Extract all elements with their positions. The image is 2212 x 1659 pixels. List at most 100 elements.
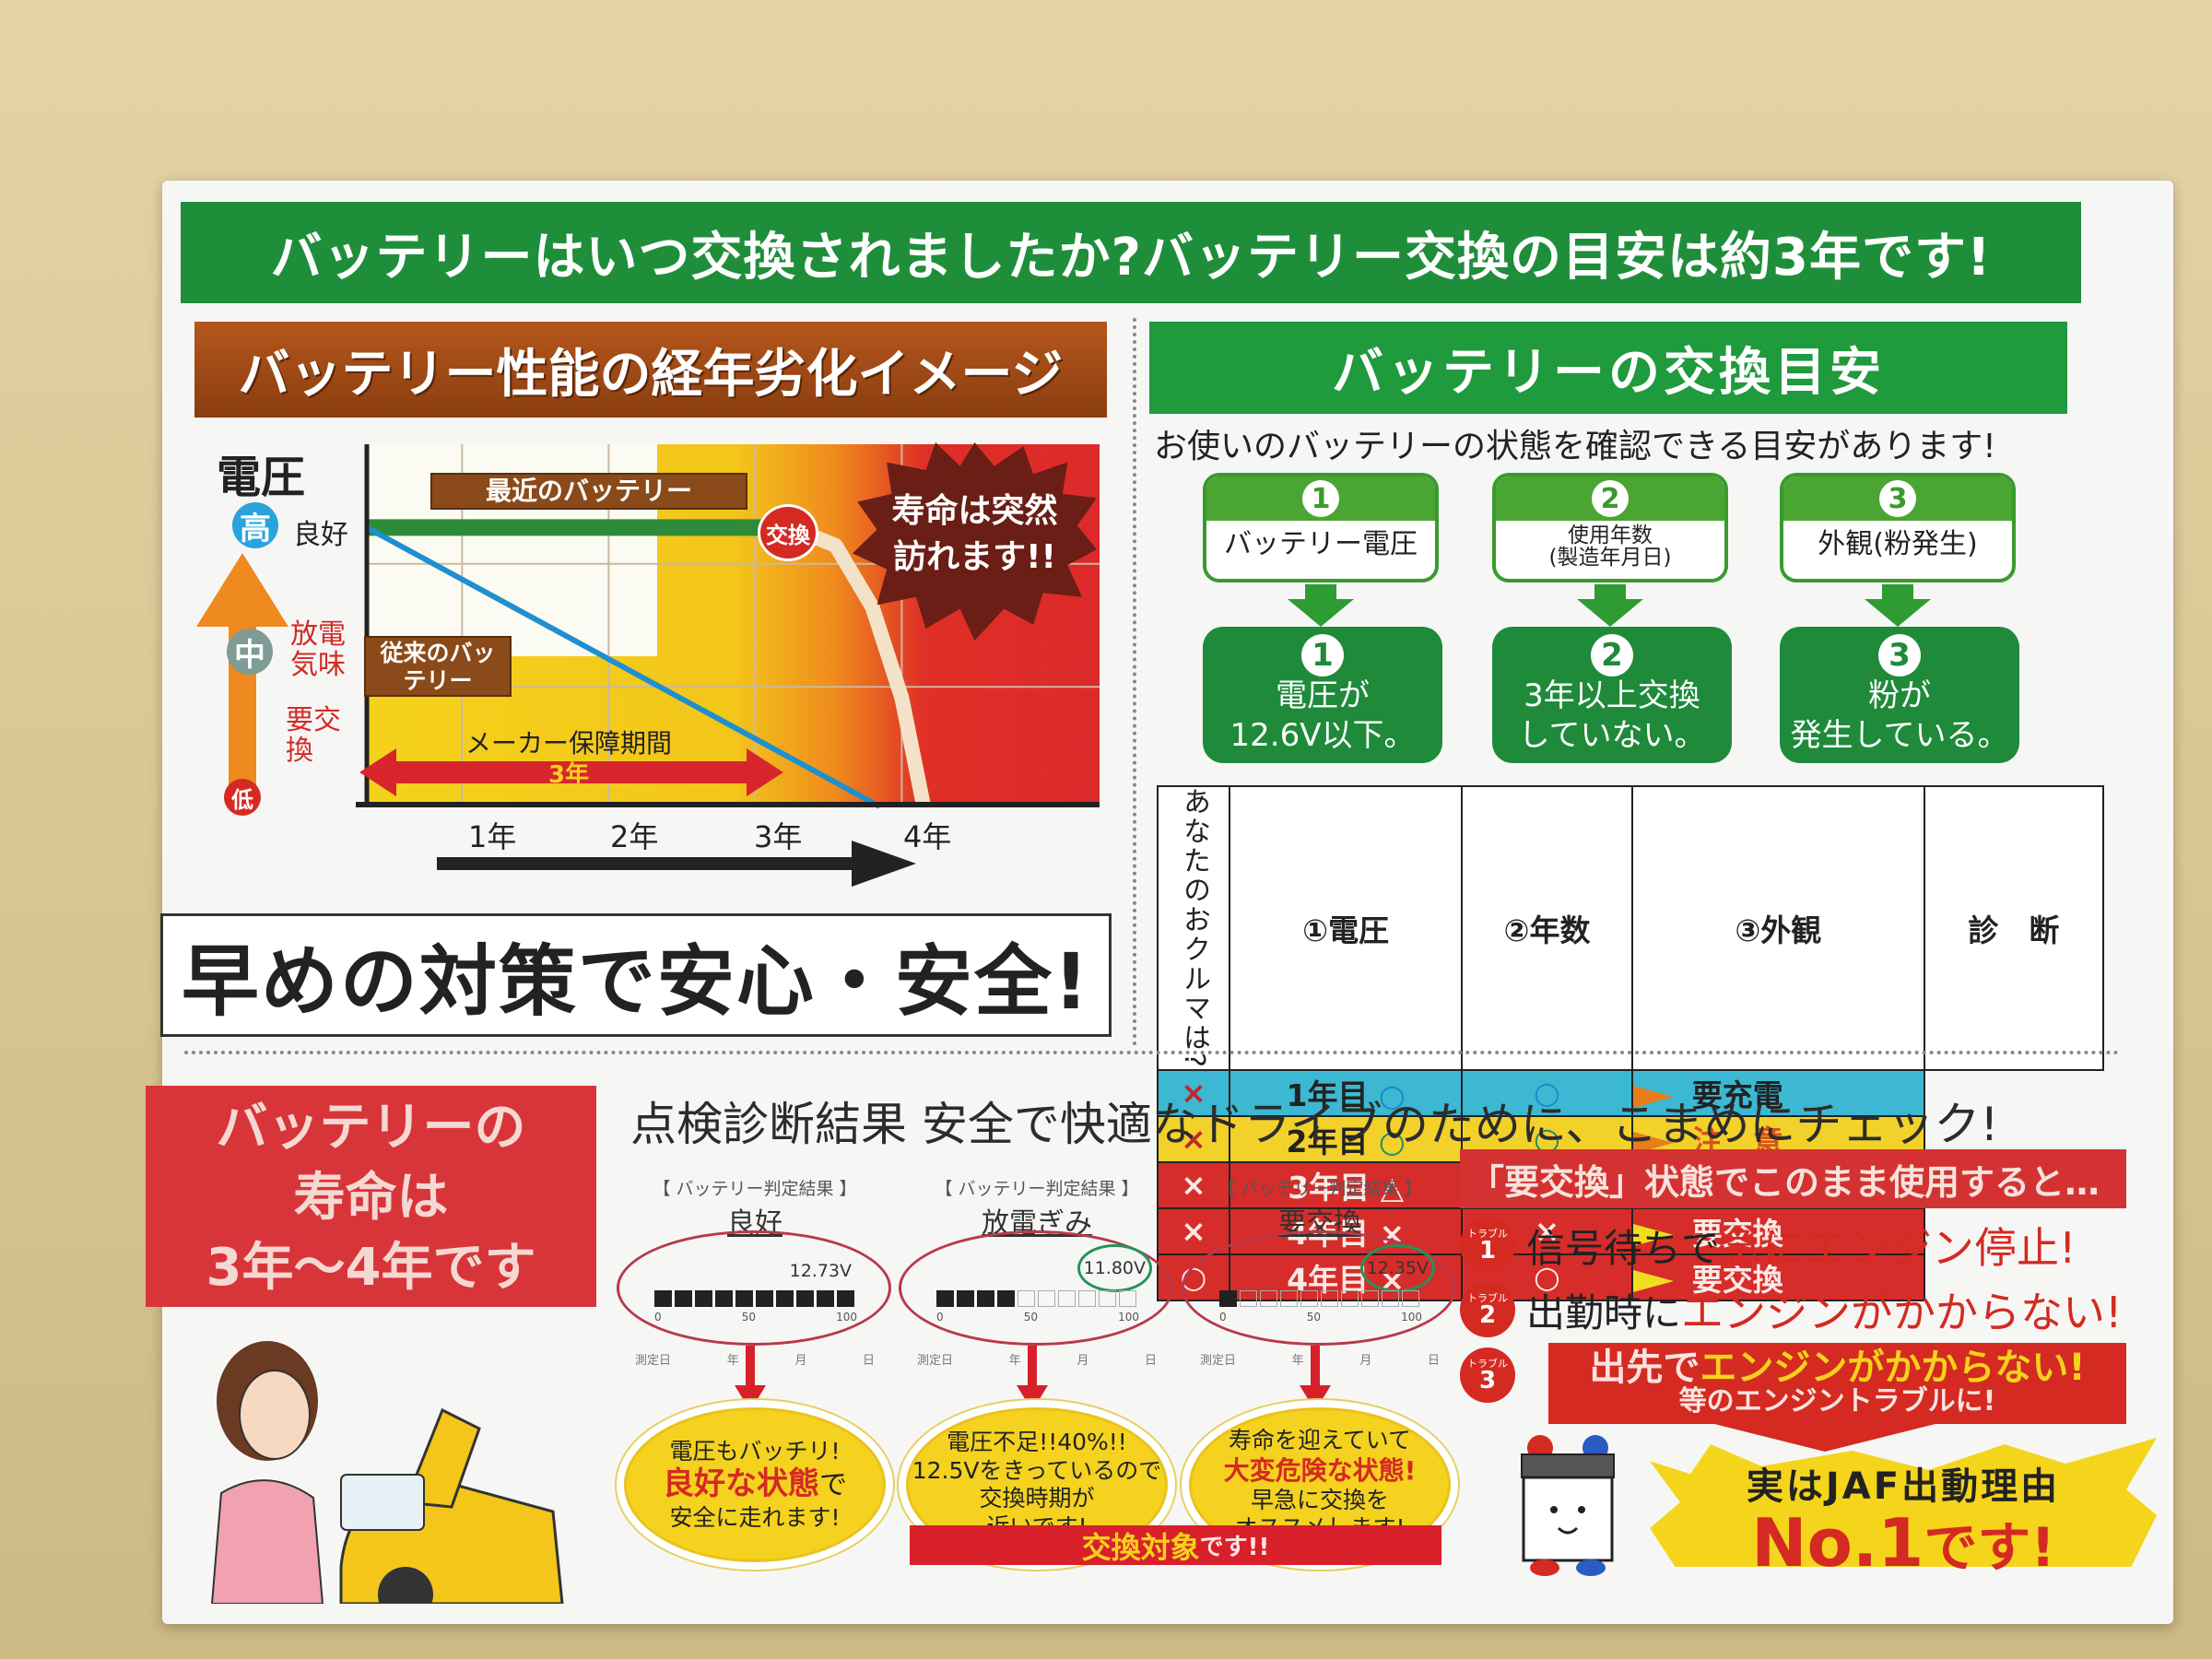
slogan: 早めの対策で安心・安全! bbox=[160, 913, 1112, 1037]
level-bar bbox=[1038, 1290, 1055, 1307]
callout-line-1: 寿命は突然 bbox=[891, 492, 1058, 530]
check-result-3: 3 粉が 発生している。 bbox=[1780, 627, 2019, 763]
cell-years-value: 1年目 bbox=[1286, 1077, 1369, 1113]
down-arrow-icon bbox=[1028, 1346, 1037, 1387]
level-bar bbox=[715, 1290, 733, 1307]
warranty-period: 3年 bbox=[548, 761, 590, 789]
check-number: 3 bbox=[1879, 480, 1916, 517]
scale-min: 0 bbox=[654, 1311, 662, 1324]
y-axis-label: 電圧 bbox=[217, 452, 306, 503]
cell-years-value: 2年目 bbox=[1286, 1123, 1369, 1159]
bubble-emphasis: 良好な状態 bbox=[663, 1465, 819, 1503]
callout-line-2: 訪れます!! bbox=[893, 538, 1056, 577]
lifespan-line-2: 寿命は bbox=[293, 1168, 449, 1228]
trouble-text: 出勤時に bbox=[1526, 1289, 1682, 1335]
level-bar bbox=[1382, 1290, 1399, 1307]
check-criterion-2: 2 使用年数(製造年月日) bbox=[1492, 473, 1728, 582]
meta-day: 日 bbox=[862, 1354, 875, 1368]
level-bar bbox=[756, 1290, 773, 1307]
check-result-1: 1 電圧が 12.6V以下。 bbox=[1203, 627, 1442, 763]
meta-month: 月 bbox=[794, 1354, 807, 1368]
trouble-badge-label: トラブル bbox=[1467, 1291, 1508, 1304]
col-header-years: ②年数 bbox=[1461, 785, 1633, 1071]
check-result-line-1: 3年以上交換 bbox=[1524, 677, 1700, 714]
series-recent-battery-drop bbox=[789, 520, 932, 808]
check-result-line-1: 粉が bbox=[1868, 677, 1931, 714]
checkup-headline: 点検診断結果 安全で快適なドライブのために、こまめにチェック! bbox=[630, 1098, 1999, 1151]
level-bar bbox=[796, 1290, 814, 1307]
replace-target-rest: です!! bbox=[1199, 1534, 1270, 1561]
scale-mid: 50 bbox=[1023, 1311, 1038, 1324]
arrow-icon bbox=[1632, 1270, 1674, 1293]
lifespan-line-1: バッテリーの bbox=[216, 1098, 526, 1158]
check-result-line-1: 電圧が bbox=[1276, 677, 1370, 714]
trouble-badge-number: 2 bbox=[1478, 1300, 1497, 1329]
level-bars bbox=[936, 1290, 1136, 1307]
meta-day: 日 bbox=[1427, 1354, 1440, 1368]
trouble-line-2: 等のエンジントラブルに! bbox=[1678, 1385, 1996, 1418]
series-conventional-battery-line bbox=[365, 524, 881, 809]
meta-date: 測定日 bbox=[1200, 1354, 1237, 1368]
trouble-emphasis: エンジンがかからない! bbox=[1681, 1288, 2123, 1337]
meta-year: 年 bbox=[1008, 1354, 1021, 1368]
jaf-line-1: 実はJAF出動理由 bbox=[1746, 1465, 2061, 1508]
x-tick-4: 4年 bbox=[903, 819, 952, 854]
check-arrow-icon bbox=[1865, 584, 1931, 627]
cell-voltage: × bbox=[1157, 1160, 1230, 1209]
cell-years-mark: △ bbox=[1380, 1169, 1405, 1206]
level-bar bbox=[1058, 1290, 1076, 1307]
recent-battery-label: 最近のバッテリー bbox=[430, 473, 747, 510]
warranty-double-arrow bbox=[359, 748, 783, 796]
cell-diagnosis: 要充電 bbox=[1630, 1068, 1925, 1117]
level-bar bbox=[1219, 1290, 1237, 1307]
level-high-badge: 高 bbox=[232, 502, 278, 548]
down-arrow-head bbox=[735, 1385, 766, 1411]
receipt-voltage: 12.73V bbox=[789, 1261, 852, 1281]
chart-section-header: バッテリー性能の経年劣化イメージ bbox=[194, 322, 1107, 418]
meta-month: 月 bbox=[1359, 1354, 1372, 1368]
scale-max: 100 bbox=[1401, 1311, 1422, 1324]
receipt-title: 【 バッテリー判定結果 】 bbox=[935, 1179, 1139, 1199]
cell-voltage: × bbox=[1157, 1114, 1230, 1163]
down-arrow-head bbox=[1300, 1385, 1331, 1411]
trouble-text: 信号待ちで bbox=[1526, 1225, 1721, 1271]
check-criterion-3: 3 外観(粉発生) bbox=[1780, 473, 2016, 582]
level-bar bbox=[1361, 1290, 1379, 1307]
level-bar bbox=[735, 1290, 753, 1307]
trouble-badge-label: トラブル bbox=[1467, 1357, 1508, 1370]
callout-text: 寿命は突然 訪れます!! bbox=[853, 488, 1097, 582]
bubble-text: で bbox=[819, 1469, 847, 1502]
arrow-icon bbox=[1632, 1224, 1674, 1247]
bubble-text: 早急に交換を bbox=[1250, 1486, 1389, 1513]
cell-voltage: × bbox=[1157, 1206, 1230, 1255]
receipt-title: 【 バッテリー判定結果 】 bbox=[1218, 1179, 1422, 1199]
col-header-voltage: ①電圧 bbox=[1228, 785, 1464, 1071]
level-low-badge: 低 bbox=[224, 779, 261, 816]
vertical-divider bbox=[1133, 318, 1136, 1046]
bubble-text: 12.5Vをきっているので bbox=[912, 1456, 1162, 1484]
level-bar bbox=[654, 1290, 672, 1307]
jaf-no1: No.1 bbox=[1751, 1504, 1924, 1582]
horizontal-divider bbox=[184, 1051, 2120, 1054]
conventional-battery-label: 従来のバッテリー bbox=[364, 636, 512, 697]
check-label: 使用年数 bbox=[1568, 524, 1653, 547]
check-arrow-icon bbox=[1288, 584, 1354, 627]
top-banner: バッテリーはいつ交換されましたか?バッテリー交換の目安は約3年です! bbox=[181, 202, 2081, 303]
level-bar bbox=[1321, 1290, 1338, 1307]
level-bar bbox=[1078, 1290, 1096, 1307]
scale-max: 100 bbox=[1118, 1311, 1139, 1324]
bubble-text: 電圧もバッチリ! bbox=[669, 1437, 841, 1465]
scale-mid: 50 bbox=[741, 1311, 756, 1324]
level-bar bbox=[957, 1290, 974, 1307]
check-label: 外観(粉発生) bbox=[1818, 528, 1978, 560]
replace-target-em: 交換対象 bbox=[1081, 1529, 1200, 1565]
level-bar bbox=[1018, 1290, 1035, 1307]
level-bar bbox=[1260, 1290, 1277, 1307]
check-label: バッテリー電圧 bbox=[1224, 528, 1418, 560]
trouble-emphasis: 急にエンジン停止! bbox=[1720, 1223, 2077, 1273]
cell-diagnosis: 要交換 bbox=[1630, 1253, 1925, 1301]
